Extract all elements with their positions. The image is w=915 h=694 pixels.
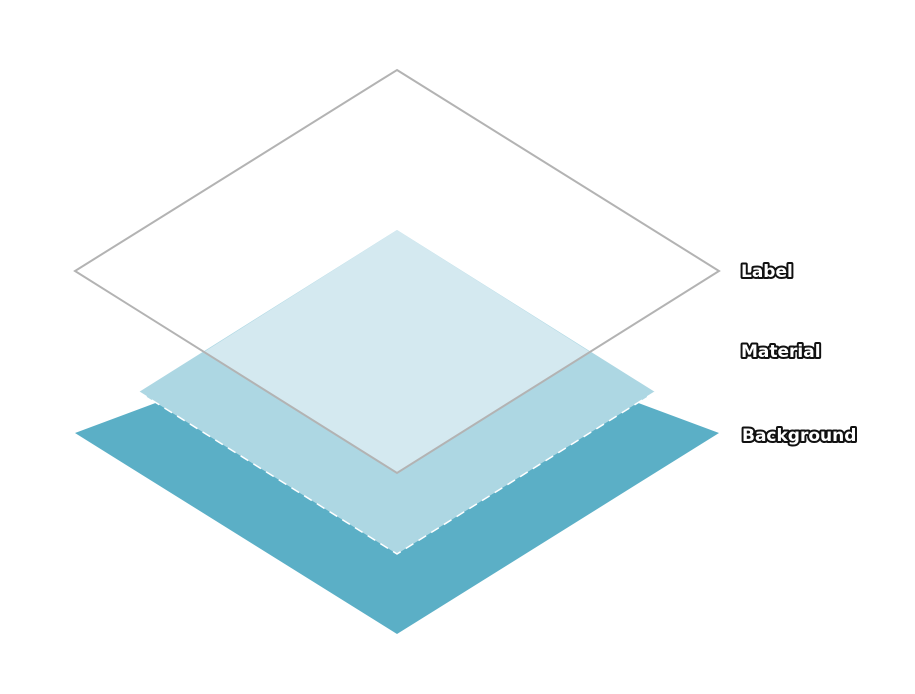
label-layer-name: Label xyxy=(741,262,793,282)
background-layer-name: Background xyxy=(742,426,856,446)
label-layer xyxy=(73,68,721,475)
material-dashed-edge xyxy=(138,391,656,555)
material-layer-name: Material xyxy=(741,342,821,362)
